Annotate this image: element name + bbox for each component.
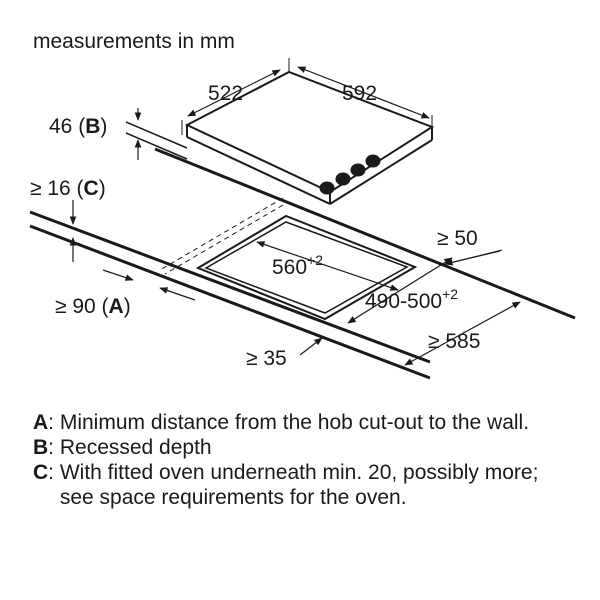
dim-rear-gap-label: ≥ 50 (437, 227, 478, 250)
worktop-back-edge (154, 147, 576, 320)
wall-line-upper (125, 121, 188, 149)
dim-a-arrow-left (102, 269, 134, 281)
knob-icon (350, 163, 366, 177)
units-label: measurements in mm (33, 30, 235, 53)
dim-35-arrow (299, 337, 323, 356)
legend-text: Recessed depth (59, 436, 212, 459)
dim-front-gap-label: ≥ 35 (246, 347, 287, 370)
dim-522-arrow (187, 69, 281, 117)
dim-a-arrow-right (159, 287, 196, 301)
dim-wall-label: ≥ 90 (A) (55, 295, 131, 318)
projection-line-2 (164, 204, 284, 275)
knob-icon (319, 181, 335, 195)
dim-490-arrow (347, 257, 453, 324)
hob-bottom-front-edge (186, 136, 331, 205)
legend-key: B (33, 436, 49, 459)
legend-text: Minimum distance from the hob cut-out to… (59, 411, 530, 434)
dim-recessed-depth-label: 46 (B) (49, 115, 107, 138)
worktop-front-edge-bottom (29, 224, 431, 380)
dim-cutout-width-label: 560+2 (272, 252, 323, 279)
legend-text: With fitted oven underneath min. 20, pos… (59, 461, 539, 509)
dim-hob-depth-label: 522 (208, 82, 243, 105)
projection-line-1 (159, 197, 284, 271)
legend-item-b: B: Recessed depth (33, 435, 573, 460)
legend: A: Minimum distance from the hob cut-out… (33, 410, 573, 510)
legend-item-c: C: With fitted oven underneath min. 20, … (33, 460, 573, 510)
legend-item-a: A: Minimum distance from the hob cut-out… (33, 410, 573, 435)
worktop-front-edge-top (29, 210, 431, 364)
dim-cutout-depth-label: 490-500+2 (365, 286, 458, 313)
wall-line-lower (125, 132, 188, 160)
dim-worktop-label: ≥ 16 (C) (30, 177, 106, 200)
dim-worktop-depth-label: ≥ 585 (428, 330, 480, 353)
knob-icon (365, 154, 381, 168)
dim-585-arrow (404, 301, 521, 366)
dim-592-arrow (297, 66, 430, 119)
legend-key: A (33, 411, 49, 434)
hob-bottom-right-edge (329, 139, 433, 205)
knob-icon (335, 172, 351, 186)
legend-key: C (33, 461, 49, 484)
dim-hob-width-label: 592 (342, 82, 377, 105)
dim-50-arrow (444, 250, 501, 266)
